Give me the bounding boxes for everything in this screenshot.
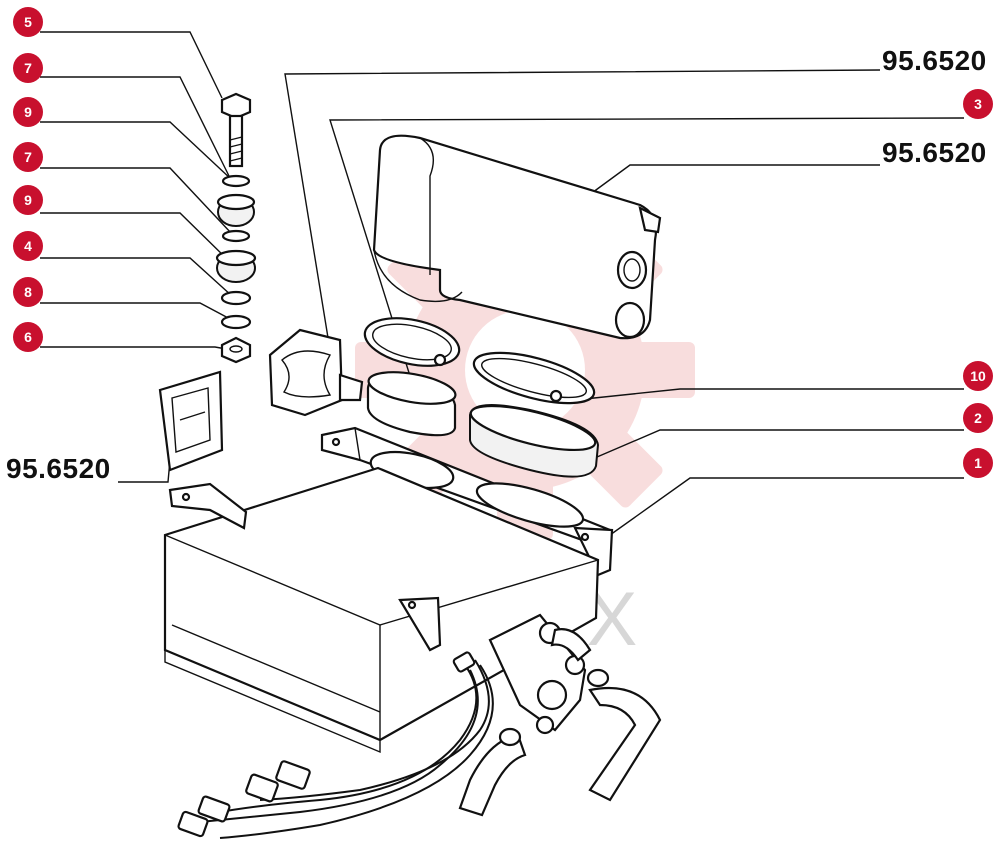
- svg-text:6: 6: [24, 329, 32, 345]
- ref-number-middle: 95.6520: [882, 137, 987, 168]
- rubber-bushing-9a: [216, 193, 256, 227]
- callout-4: 4: [13, 231, 43, 261]
- callout-8: 8: [13, 277, 43, 307]
- callout-10: 10: [963, 361, 993, 391]
- hoses: [458, 628, 662, 817]
- control-box: [163, 466, 600, 754]
- filter-elements-2: [366, 371, 600, 478]
- washer-8: [220, 314, 252, 330]
- callout-2: 2: [963, 403, 993, 433]
- filter-housing-cover: [372, 134, 662, 340]
- bolt-5: [220, 92, 252, 168]
- callout-5: 5: [13, 7, 43, 37]
- gasket-rings-10: [363, 317, 596, 405]
- nut-6: [220, 336, 252, 364]
- svg-text:7: 7: [24, 60, 32, 76]
- ref-number-left: 95.6520: [6, 453, 111, 484]
- svg-text:3: 3: [974, 96, 982, 112]
- washer-4: [220, 290, 252, 306]
- svg-text:4: 4: [24, 238, 32, 254]
- svg-text:10: 10: [970, 368, 986, 384]
- leader-lines: [40, 31, 965, 536]
- svg-text:9: 9: [24, 104, 32, 120]
- callout-1: 1: [963, 448, 993, 478]
- svg-text:5: 5: [24, 14, 32, 30]
- left-clip-bracket: [158, 370, 224, 472]
- washer-7b: [221, 229, 251, 243]
- wire-connectors: [177, 651, 476, 838]
- rubber-bushing-9b: [215, 249, 257, 283]
- callout-9a: 9: [13, 97, 43, 127]
- ref-number-top: 95.6520: [882, 45, 987, 76]
- wiring-harness: [199, 659, 494, 839]
- callout-7a: 7: [13, 53, 43, 83]
- svg-text:7: 7: [24, 149, 32, 165]
- svg-text:8: 8: [24, 284, 32, 300]
- callout-6: 6: [13, 322, 43, 352]
- svg-text:9: 9: [24, 192, 32, 208]
- callout-9b: 9: [13, 185, 43, 215]
- callout-7b: 7: [13, 142, 43, 172]
- svg-text:1: 1: [974, 455, 982, 471]
- callout-3: 3: [963, 89, 993, 119]
- washer-7a: [221, 174, 251, 188]
- svg-text:2: 2: [974, 410, 982, 426]
- rubber-mount-block: [268, 328, 364, 417]
